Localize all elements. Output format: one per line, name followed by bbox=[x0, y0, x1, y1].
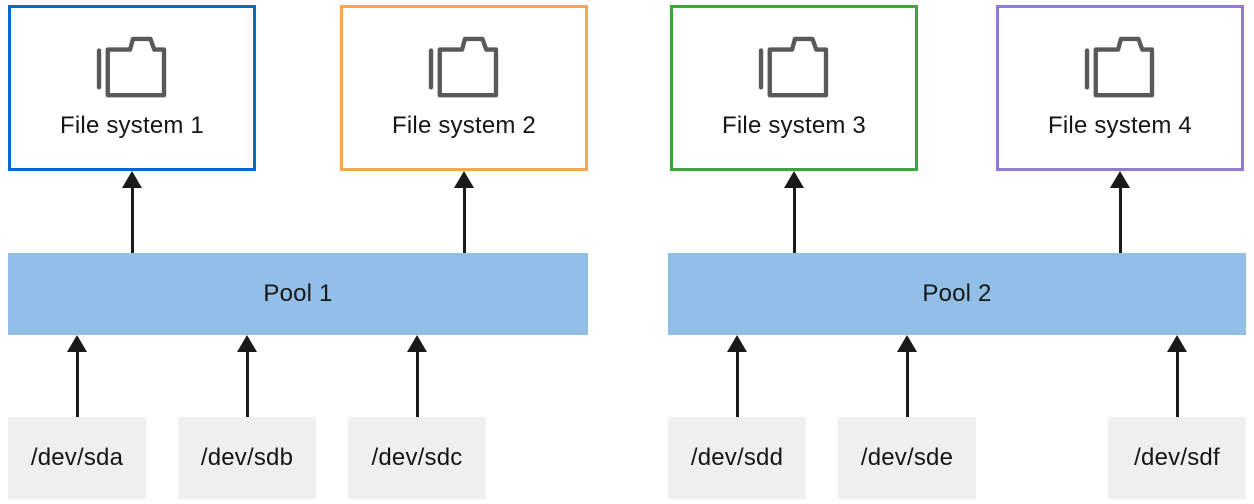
file-system-box-3: File system 3 bbox=[670, 5, 918, 171]
device-box-sdd: /dev/sdd bbox=[668, 417, 806, 499]
device-label: /dev/sdc bbox=[371, 444, 463, 471]
folder-icon bbox=[1083, 36, 1157, 100]
arrow-pool2-to-fs3-icon bbox=[784, 171, 804, 253]
arrow-pool1-to-fs2-icon bbox=[454, 171, 474, 253]
file-system-box-4: File system 4 bbox=[996, 5, 1244, 171]
file-system-label: File system 2 bbox=[392, 112, 536, 139]
pool-bar-2: Pool 2 bbox=[668, 253, 1246, 335]
arrow-sdc-to-pool1-icon bbox=[407, 335, 427, 417]
device-box-sde: /dev/sde bbox=[838, 417, 976, 499]
device-label: /dev/sde bbox=[860, 444, 954, 471]
device-box-sdb: /dev/sdb bbox=[178, 417, 316, 499]
file-system-label: File system 1 bbox=[60, 112, 204, 139]
arrow-sda-to-pool1-icon bbox=[67, 335, 87, 417]
folder-icon bbox=[427, 36, 501, 100]
arrow-sdf-to-pool2-icon bbox=[1167, 335, 1187, 417]
file-system-box-2: File system 2 bbox=[340, 5, 588, 171]
file-system-box-1: File system 1 bbox=[8, 5, 256, 171]
file-system-label: File system 4 bbox=[1048, 112, 1192, 139]
file-system-label: File system 3 bbox=[722, 112, 866, 139]
folder-icon bbox=[757, 36, 831, 100]
pool-bar-1: Pool 1 bbox=[8, 253, 588, 335]
folder-icon bbox=[95, 36, 169, 100]
device-label: /dev/sdd bbox=[690, 444, 784, 471]
arrow-pool1-to-fs1-icon bbox=[122, 171, 142, 253]
device-box-sdf: /dev/sdf bbox=[1108, 417, 1246, 499]
arrow-sdd-to-pool2-icon bbox=[727, 335, 747, 417]
device-box-sdc: /dev/sdc bbox=[348, 417, 486, 499]
device-label: /dev/sdb bbox=[200, 444, 294, 471]
pool-label: Pool 2 bbox=[922, 280, 992, 307]
device-box-sda: /dev/sda bbox=[8, 417, 146, 499]
device-label: /dev/sdf bbox=[1134, 444, 1220, 471]
pool-label: Pool 1 bbox=[263, 280, 333, 307]
arrow-pool2-to-fs4-icon bbox=[1110, 171, 1130, 253]
device-label: /dev/sda bbox=[30, 444, 124, 471]
arrow-sde-to-pool2-icon bbox=[897, 335, 917, 417]
arrow-sdb-to-pool1-icon bbox=[237, 335, 257, 417]
